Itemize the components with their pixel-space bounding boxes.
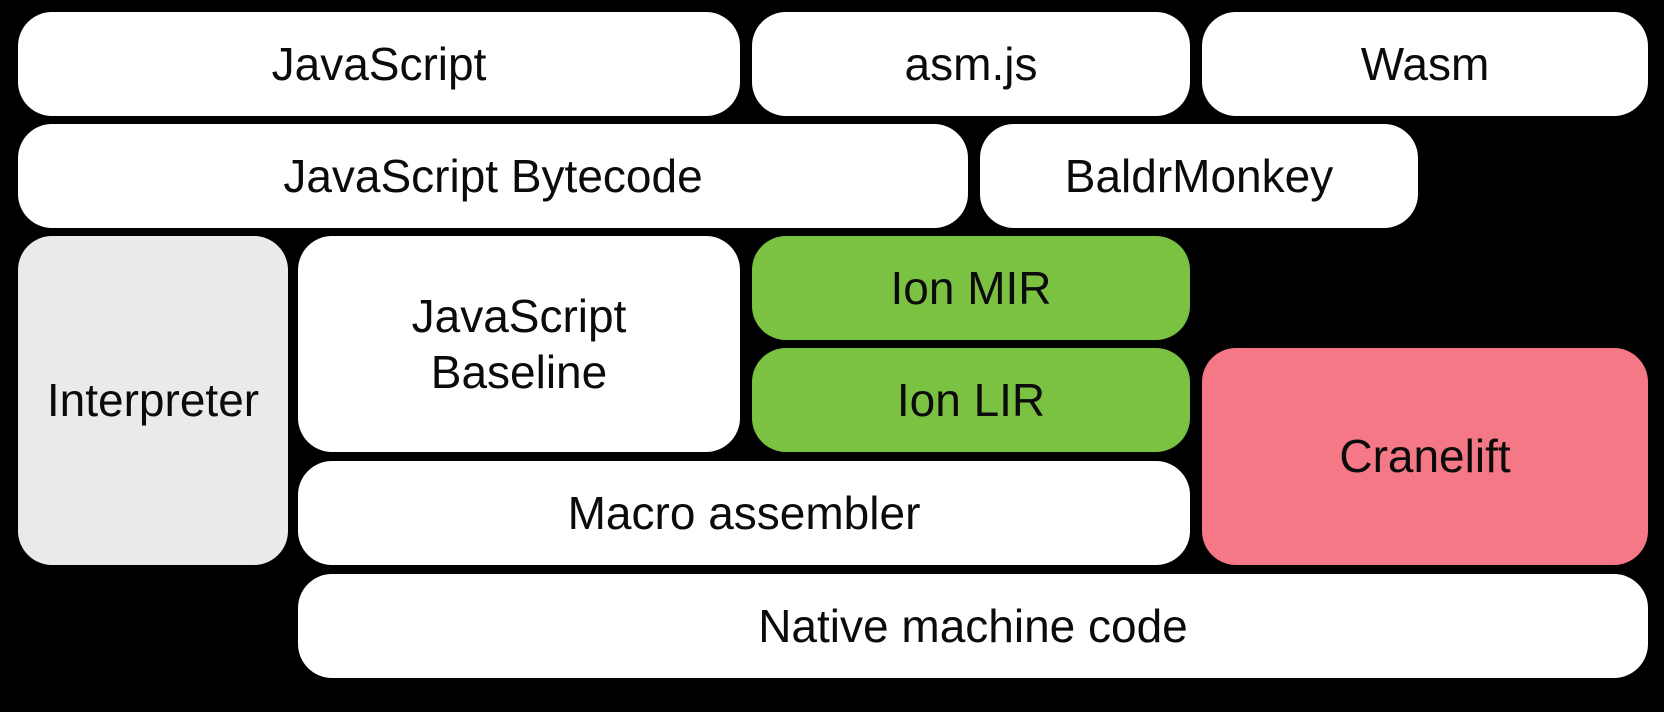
node-ion-mir: Ion MIR	[752, 236, 1190, 340]
node-cranelift: Cranelift	[1202, 348, 1648, 565]
node-javascript-baseline: JavaScript Baseline	[298, 236, 740, 452]
node-wasm: Wasm	[1202, 12, 1648, 116]
node-javascript-baseline-line2: Baseline	[430, 346, 608, 398]
node-asmjs: asm.js	[752, 12, 1190, 116]
node-ion-lir: Ion LIR	[752, 348, 1190, 452]
node-interpreter: Interpreter	[18, 236, 288, 565]
node-javascript-bytecode: JavaScript Bytecode	[18, 124, 968, 228]
node-javascript-baseline-line1: JavaScript	[411, 289, 627, 342]
node-baldrmonkey: BaldrMonkey	[980, 124, 1418, 228]
node-macro-assembler: Macro assembler	[298, 461, 1190, 565]
node-javascript: JavaScript	[18, 12, 740, 116]
node-native-machine-code: Native machine code	[298, 574, 1648, 678]
